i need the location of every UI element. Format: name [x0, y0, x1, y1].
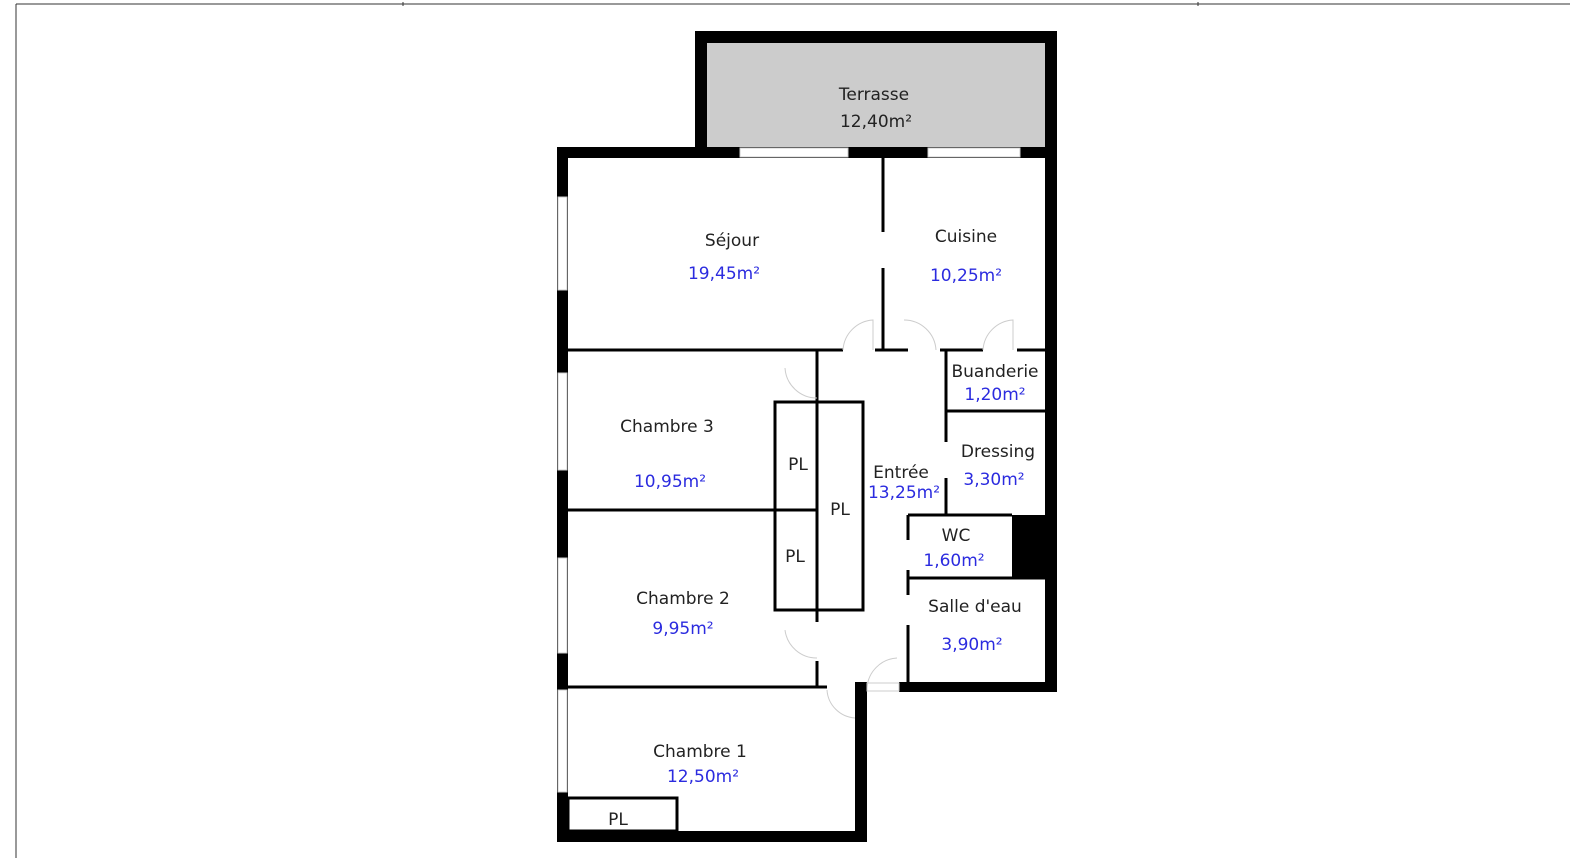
closet-label: PL: [788, 455, 808, 475]
room-name: Séjour: [705, 231, 759, 251]
closet-label: PL: [785, 547, 805, 567]
room-area: 12,50m²: [667, 767, 739, 787]
room-chambre-1: Chambre 1 12,50m²: [653, 742, 747, 787]
room-name: Buanderie: [951, 362, 1038, 382]
room-wc: WC 1,60m²: [923, 526, 984, 571]
room-name: Cuisine: [935, 227, 997, 247]
doors: [784, 319, 1014, 719]
room-chambre-2: Chambre 2 9,95m²: [636, 589, 730, 639]
room-area: 10,25m²: [930, 266, 1002, 286]
terrace: [695, 31, 1057, 157]
interior-walls: [566, 157, 1045, 833]
room-cuisine: Cuisine 10,25m²: [930, 227, 1002, 286]
room-name: Entrée: [873, 463, 929, 483]
room-area: 10,95m²: [634, 472, 706, 492]
room-area: 1,20m²: [964, 385, 1025, 405]
page-frame: [15, 2, 1570, 858]
room-area: 3,90m²: [941, 635, 1002, 655]
room-salle-d-eau: Salle d'eau 3,90m²: [928, 597, 1022, 655]
room-name: Salle d'eau: [928, 597, 1022, 617]
room-area: 9,95m²: [652, 619, 713, 639]
room-chambre-3: Chambre 3 10,95m²: [620, 417, 714, 492]
room-area: 19,45m²: [688, 264, 760, 284]
room-buanderie: Buanderie 1,20m²: [951, 362, 1038, 405]
room-name: Terrasse: [838, 85, 909, 105]
room-terrasse: Terrasse 12,40m²: [838, 85, 912, 132]
room-sejour: Séjour 19,45m²: [688, 231, 760, 284]
room-area: 13,25m²: [868, 483, 940, 503]
room-area: 12,40m²: [840, 112, 912, 132]
room-area: 3,30m²: [963, 470, 1024, 490]
closet-label: PL: [608, 810, 628, 830]
room-name: WC: [942, 526, 971, 546]
room-name: Dressing: [961, 442, 1035, 462]
room-entree: Entrée 13,25m²: [868, 463, 940, 503]
room-name: Chambre 3: [620, 417, 714, 437]
room-name: Chambre 1: [653, 742, 747, 762]
windows: [557, 147, 1021, 793]
room-area: 1,60m²: [923, 551, 984, 571]
room-dressing: Dressing 3,30m²: [961, 442, 1035, 490]
room-name: Chambre 2: [636, 589, 730, 609]
closet-label: PL: [830, 500, 850, 520]
